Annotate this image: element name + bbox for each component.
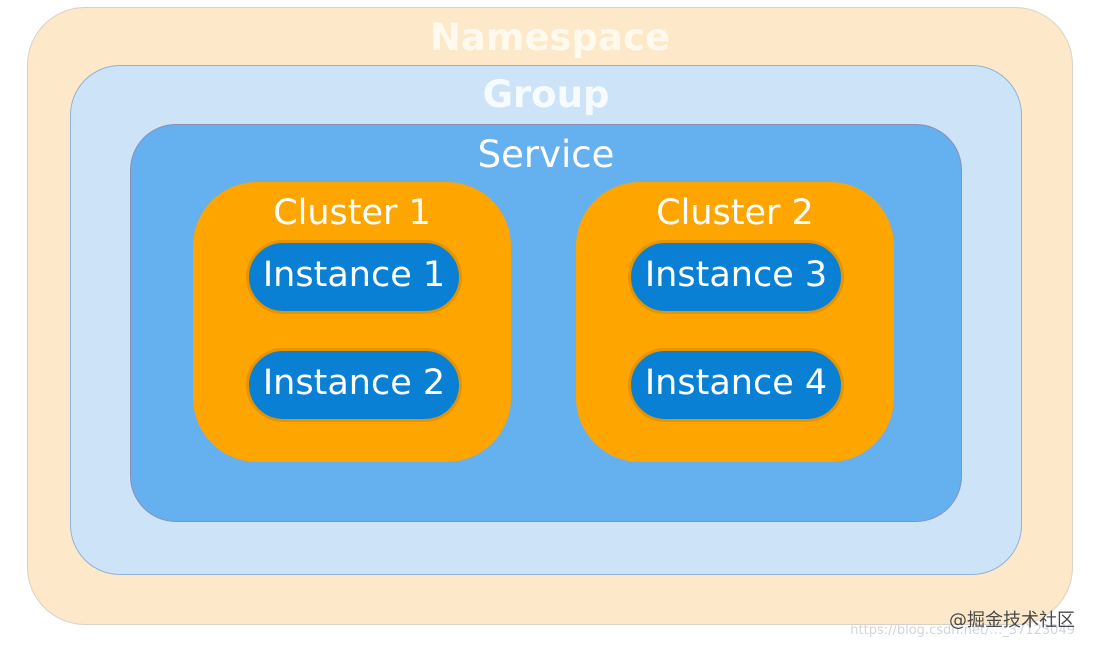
instance-3-pill: Instance 3: [628, 240, 844, 314]
instance-3-label: Instance 3: [644, 255, 828, 295]
instance-4-pill: Instance 4: [628, 348, 844, 422]
site-watermark: @掘金技术社区: [949, 610, 1075, 631]
instance-2-pill: Instance 2: [246, 348, 462, 422]
cluster-2-label: Cluster 2: [656, 193, 814, 233]
group-label: Group: [482, 73, 610, 116]
instance-1-label: Instance 1: [262, 255, 446, 295]
namespace-label: Namespace: [429, 16, 671, 59]
instance-1-pill: Instance 1: [246, 240, 462, 314]
instance-2-label: Instance 2: [262, 363, 446, 403]
url-watermark: https://blog.csdn.net/…_37123049: [850, 623, 1075, 638]
instance-4-label: Instance 4: [644, 363, 828, 403]
service-label: Service: [477, 133, 615, 176]
cluster-1-label: Cluster 1: [273, 193, 431, 233]
